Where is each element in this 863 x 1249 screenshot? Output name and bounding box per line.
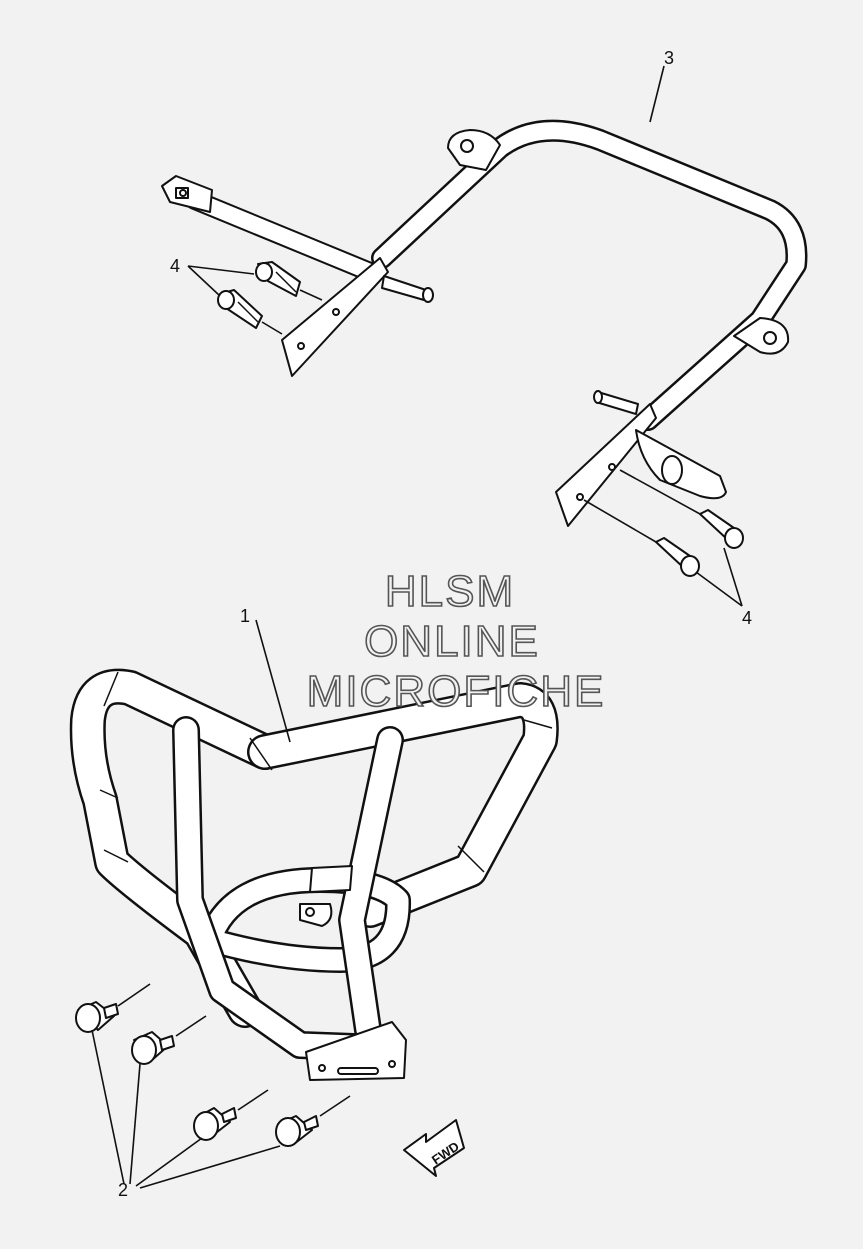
front-guard-mount-bracket	[305, 1021, 407, 1081]
upper-frame-part	[161, 119, 808, 527]
watermark-line-1: HLSM	[385, 567, 515, 616]
bolt-icon	[699, 509, 744, 549]
callout-4-upper: 4	[170, 256, 180, 276]
flange-bolt-icon	[193, 1089, 269, 1141]
fwd-arrow-icon: FWD	[403, 1119, 465, 1177]
upper-frame-left-bar	[161, 175, 380, 282]
bolt-group-upper	[217, 261, 323, 335]
upper-frame-loop	[371, 119, 808, 431]
flange-bolt-icon	[275, 1095, 351, 1147]
callout-leaders	[91, 65, 743, 1189]
callout-3: 3	[664, 48, 674, 68]
watermark: HLSM ONLINE MICROFICHE	[306, 566, 606, 717]
upper-frame-left-plate	[281, 257, 389, 377]
upper-frame-ear-tab	[447, 129, 501, 171]
upper-frame-left-pin	[381, 275, 427, 301]
flange-bolt-icon	[75, 983, 151, 1033]
bolt-icon	[655, 537, 700, 577]
bolt-group-lower	[583, 469, 744, 577]
callout-4-lower: 4	[742, 608, 752, 628]
bolt-icon	[217, 289, 263, 329]
front-guard-part	[69, 668, 559, 1081]
flange-bolt-icon	[131, 1015, 207, 1065]
callout-2: 2	[118, 1180, 128, 1200]
upper-frame-right-plate	[555, 403, 657, 527]
watermark-line-3: MICROFICHE	[307, 667, 606, 716]
callout-1: 1	[240, 606, 250, 626]
flange-bolt-group	[75, 983, 351, 1147]
upper-frame-right-tab	[733, 317, 790, 355]
bolt-icon	[255, 261, 301, 297]
front-guard-boss	[299, 903, 333, 927]
watermark-line-2: ONLINE	[364, 617, 540, 666]
